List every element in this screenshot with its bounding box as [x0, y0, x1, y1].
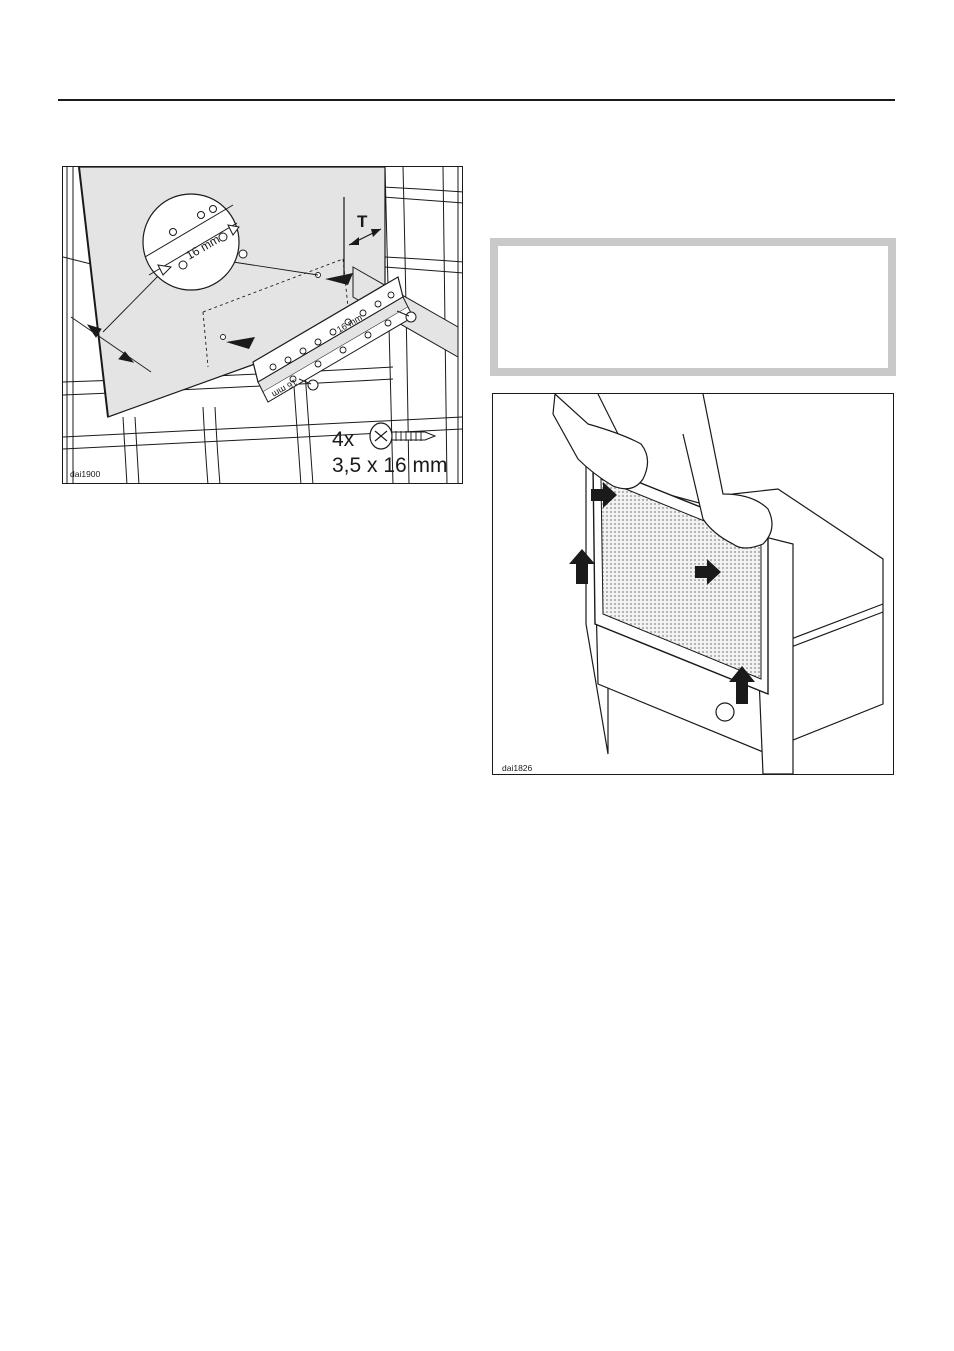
bracket-mounting-illustration: 16 mm 16 mm 16 mm T [63, 167, 463, 484]
note-box [490, 238, 896, 376]
screw-size: 3,5 x 16 mm [332, 454, 448, 478]
screw-icon [370, 423, 435, 449]
screw-quantity: 4x [332, 428, 354, 452]
figure-code: dai1900 [70, 469, 100, 479]
figure-code: dai1826 [502, 763, 532, 773]
cabinet-panel [79, 167, 385, 417]
header-rule [58, 99, 895, 101]
filter-removal-figure: dai1826 [492, 393, 894, 775]
bracket-mounting-figure: 16 mm 16 mm 16 mm T 4x 3,5 x 16 mm dai19… [62, 166, 463, 484]
light-right [716, 703, 734, 721]
filter-removal-illustration [493, 394, 894, 775]
depth-label: T [357, 212, 368, 231]
